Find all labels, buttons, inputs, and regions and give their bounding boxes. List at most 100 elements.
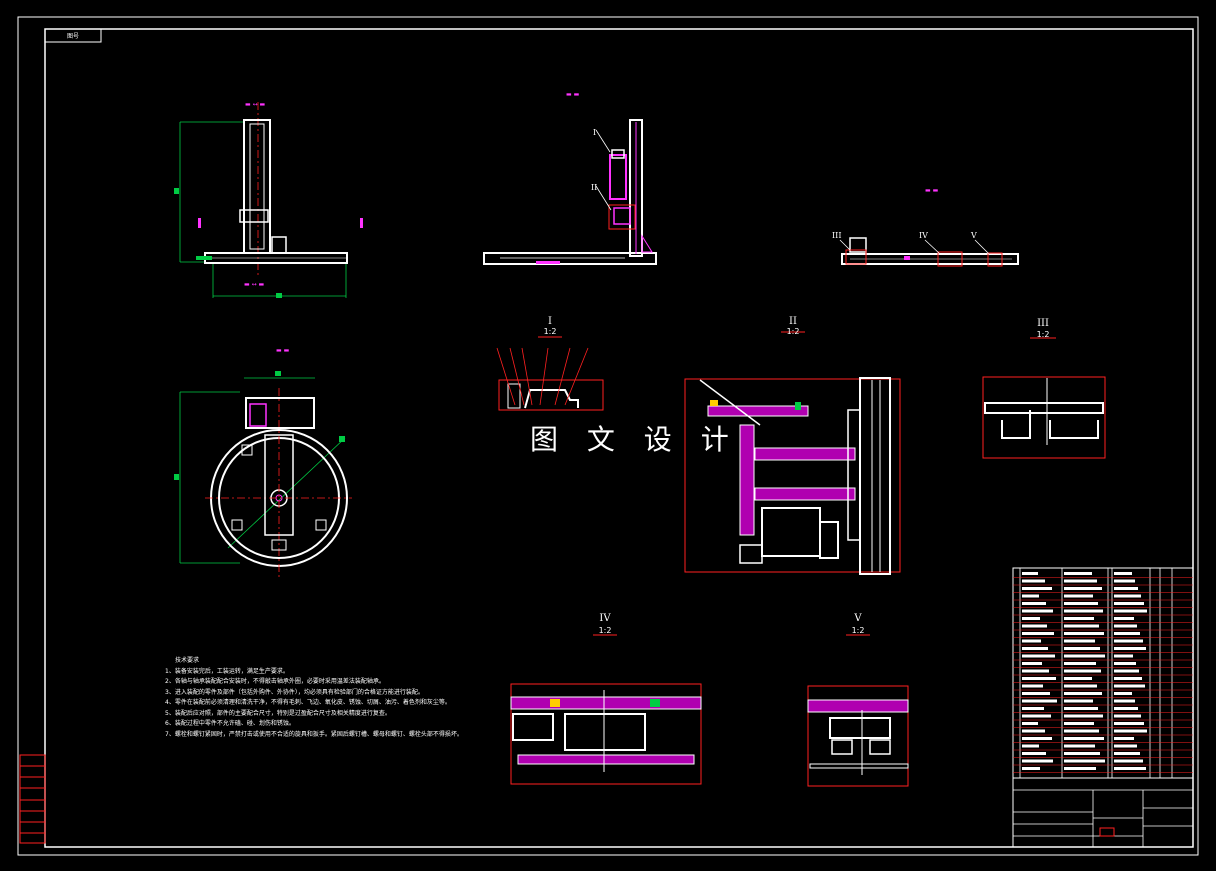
- parts-row-text-block: [1114, 737, 1134, 740]
- detail-v: [807, 634, 909, 787]
- parts-row-text-block: [1114, 669, 1139, 673]
- parts-row-text-block: [1114, 662, 1136, 665]
- parts-row-text-block: [1064, 639, 1095, 643]
- parts-row-text-block: [1114, 677, 1142, 680]
- binding-strip: [19, 754, 46, 844]
- parts-row-text-block: [1022, 662, 1042, 665]
- parts-row-text-block: [1114, 572, 1132, 575]
- front-view: ▬ ↔ ▬ ▬ ↔ ▬: [174, 101, 363, 298]
- parts-row-text-block: [1022, 744, 1039, 748]
- parts-row-text-block: [1022, 714, 1051, 718]
- parts-row-text-block: [1114, 647, 1146, 650]
- detail-iv-label: IV: [599, 613, 611, 624]
- svg-text:IV: IV: [919, 231, 928, 240]
- parts-row-text-block: [1022, 677, 1056, 680]
- parts-row-text-block: [1114, 759, 1143, 763]
- parts-row-text-block: [1064, 714, 1103, 718]
- parts-row-text-block: [1064, 617, 1094, 620]
- parts-row-text-block: [1064, 572, 1092, 575]
- tech-requirements-title: 技术要求: [175, 657, 200, 664]
- parts-row-text-block: [1022, 707, 1044, 710]
- detail-i: [496, 336, 604, 411]
- parts-row-text-block: [1114, 624, 1137, 628]
- svg-text:▬ ↔ ▬: ▬ ↔ ▬: [245, 101, 266, 108]
- detail-ii-label: II: [789, 316, 797, 327]
- detail-i-label: I: [548, 316, 552, 327]
- parts-row-text-block: [1114, 654, 1133, 658]
- parts-row-text-block: [1064, 744, 1095, 748]
- tech-requirements: 技术要求 1、装备安装完后，工装运转，满足生产要求。 2、各轴与轴承装配配合安装…: [165, 656, 463, 740]
- parts-row-text-block: [1022, 729, 1045, 733]
- parts-row-text-block: [1114, 744, 1137, 748]
- parts-list: [1012, 567, 1194, 779]
- tech-requirement-line: 1、装备安装完后，工装运转，满足生产要求。: [165, 667, 289, 675]
- detail-v-scale: 1:2: [851, 626, 865, 635]
- parts-row-text-block: [1022, 602, 1046, 605]
- parts-row-text-block: [1064, 579, 1097, 583]
- tech-requirement-line: 2、各轴与轴承装配配合安装时，不得敲击轴承外圈，必要时采用温差法装配轴承。: [165, 678, 385, 685]
- parts-row-text-block: [1114, 602, 1144, 605]
- parts-row-text-block: [1022, 752, 1046, 755]
- tech-requirement-line: 4、零件在装配前必须清理和清洗干净，不得有毛刺、飞边、氧化皮、锈蚀、切屑、油污、…: [165, 699, 451, 706]
- parts-row-text-block: [1114, 579, 1135, 583]
- parts-row-text-block: [1064, 752, 1100, 755]
- svg-text:▬ ▬: ▬ ▬: [276, 347, 290, 354]
- parts-row-text-block: [1022, 579, 1045, 583]
- parts-row-text-block: [1022, 572, 1038, 575]
- detail-iv-scale: 1:2: [598, 626, 612, 635]
- parts-row-text-block: [1064, 669, 1101, 673]
- parts-row-text-block: [1064, 767, 1096, 770]
- parts-row-text-block: [1022, 737, 1052, 740]
- parts-row-text-block: [1064, 654, 1105, 658]
- parts-row-text-block: [1064, 722, 1094, 725]
- parts-row-text-block: [1064, 684, 1097, 688]
- parts-row-text-block: [1022, 699, 1057, 703]
- parts-row-text-block: [1022, 632, 1054, 635]
- detail-ii: [684, 331, 901, 575]
- parts-row-text-block: [1022, 617, 1040, 620]
- parts-row-text-block: [1064, 737, 1104, 740]
- parts-row-text-block: [1064, 729, 1099, 733]
- parts-row-text-block: [1064, 677, 1092, 680]
- svg-text:V: V: [970, 231, 977, 240]
- parts-row-text-block: [1022, 587, 1052, 590]
- parts-row-text-block: [1022, 684, 1043, 688]
- parts-row-text-block: [1064, 587, 1102, 590]
- parts-row-text-block: [1114, 609, 1147, 613]
- tech-requirement-line: 3、进入装配的零件及部件（包括外购件、外协件），均必须具有检验部门的合格证方能进…: [165, 688, 424, 696]
- parts-row-text-block: [1064, 692, 1102, 695]
- parts-row-text-block: [1114, 699, 1135, 703]
- parts-row-text-block: [1022, 722, 1038, 725]
- parts-row-text-block: [1114, 692, 1132, 695]
- svg-text:▬ ↔ ▬: ▬ ↔ ▬: [244, 281, 265, 288]
- watermark: 图 文 设 计: [530, 423, 739, 456]
- detail-ii-scale: 1:2: [786, 327, 800, 336]
- detail-iv: [510, 634, 702, 785]
- parts-row-text-block: [1064, 609, 1103, 613]
- svg-text:▬ ▬: ▬ ▬: [925, 187, 939, 194]
- parts-row-text-block: [1022, 692, 1050, 695]
- tech-requirement-line: 7、螺栓和螺钉紧固时，严禁打击或使用不合适的旋具和扳手。紧固后螺钉槽、螺母和螺钉…: [165, 730, 463, 738]
- parts-row-text-block: [1064, 624, 1099, 628]
- drawing-border-inner: [44, 28, 1194, 848]
- svg-text:I: I: [593, 128, 596, 137]
- parts-row-text-block: [1022, 639, 1041, 643]
- parts-row-text-block: [1114, 617, 1134, 620]
- title-block: [1012, 777, 1194, 848]
- detail-v-label: V: [854, 613, 862, 624]
- main-view: I II ▬ ▬: [483, 91, 657, 265]
- parts-row-text-block: [1022, 759, 1053, 763]
- svg-text:▬ ▬: ▬ ▬: [566, 91, 580, 98]
- parts-row-text-block: [1114, 729, 1147, 733]
- detail-iii-label: III: [1037, 318, 1049, 329]
- parts-row-text-block: [1114, 594, 1141, 598]
- detail-i-scale: 1:2: [543, 327, 557, 336]
- parts-row-text-block: [1022, 609, 1053, 613]
- parts-row-text-block: [1114, 722, 1144, 725]
- parts-row-text-block: [1022, 669, 1049, 673]
- parts-row-text-block: [1022, 647, 1048, 650]
- parts-row-text-block: [1114, 752, 1140, 755]
- bottom-view: III IV V ▬ ▬: [832, 187, 1019, 267]
- parts-row-text-block: [1064, 759, 1105, 763]
